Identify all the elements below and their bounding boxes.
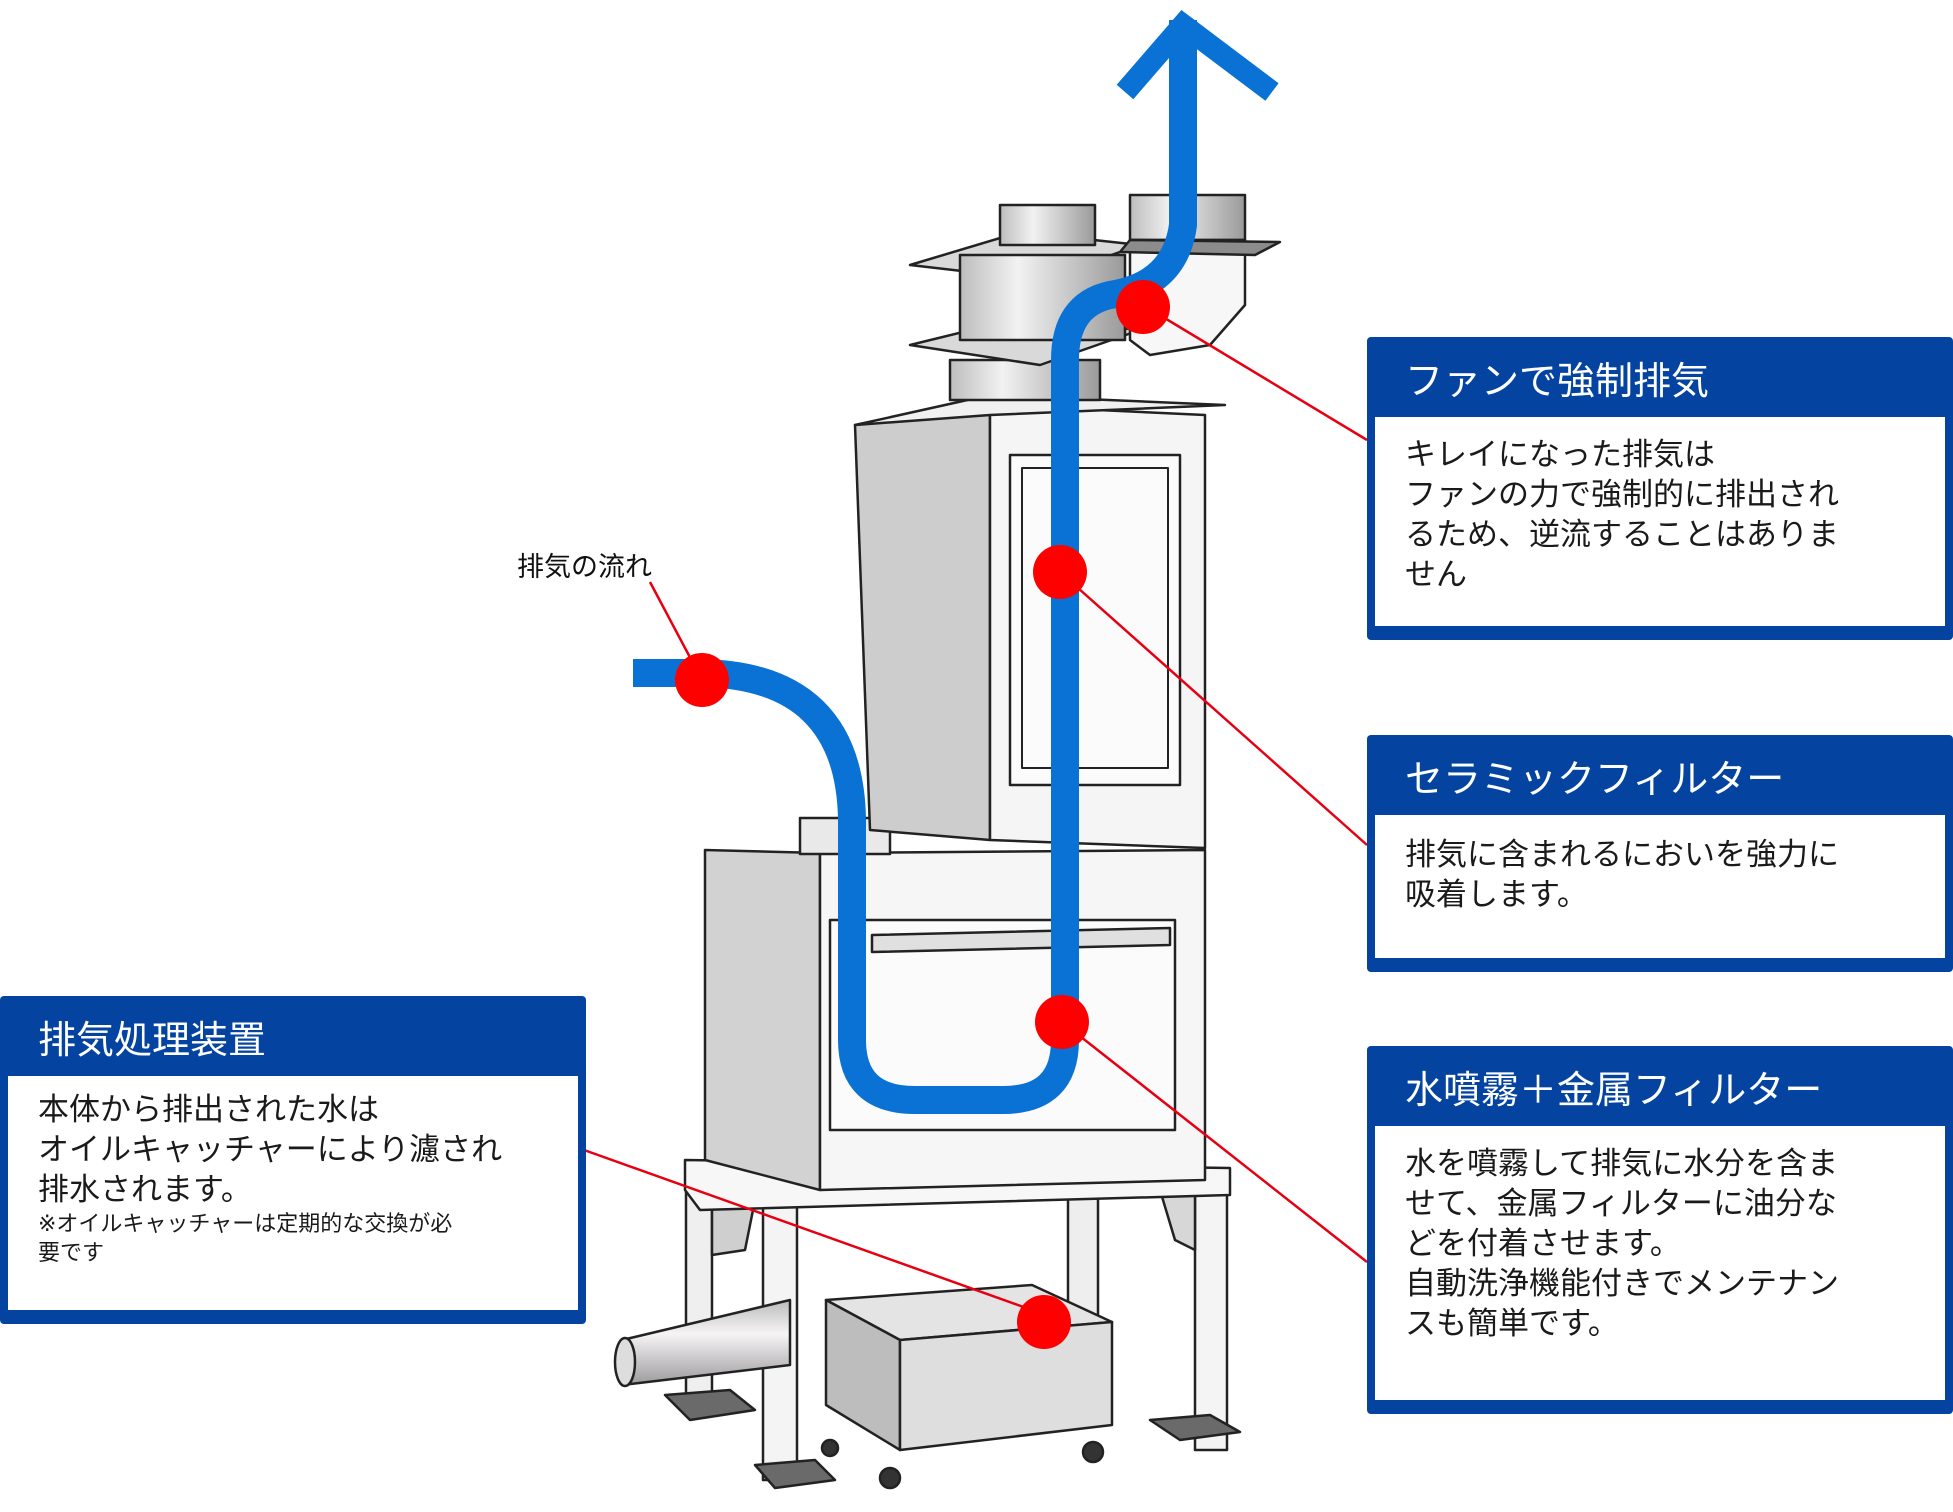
leader-line-water [1061, 1021, 1368, 1263]
lower-cabinet [703, 816, 1207, 1192]
marker-ceramic [1033, 545, 1087, 599]
callout-ceramic-title: セラミックフィルター [1405, 757, 1785, 801]
callout-fan-line: せん [1405, 557, 1467, 593]
callout-water-line: どを付着させます。 [1405, 1226, 1681, 1262]
marker-fan [1116, 280, 1170, 334]
callout-water-line: 水を噴霧して排気に水分を含ま [1405, 1146, 1839, 1182]
callout-water-title: 水噴霧＋金属フィルター [1405, 1068, 1823, 1112]
callout-drain-line: 本体から排出された水は [38, 1092, 379, 1128]
airflow-path [633, 10, 1279, 1114]
upper-cabinet [853, 393, 1227, 850]
callout-drain: 排気処理装置 本体から排出された水は オイルキャッチャーにより濾され 排水されま… [0, 996, 586, 1324]
callout-ceramic-body: 排気に含まれるにおいを強力に 吸着します。 [1375, 815, 1945, 958]
marker-water [1035, 995, 1089, 1049]
callout-water: 水噴霧＋金属フィルター 水を噴霧して排気に水分を含ま せて、金属フィルターに油分… [1367, 1046, 1953, 1414]
callout-fan-line: るため、逆流することはありま [1405, 517, 1839, 553]
callout-drain-note: 要です [38, 1241, 105, 1266]
callout-water-line: 自動洗浄機能付きでメンテナン [1405, 1266, 1839, 1302]
leader-line-fan [1142, 303, 1368, 442]
callout-water-body: 水を噴霧して排気に水分を含ま せて、金属フィルターに油分な どを付着させます。 … [1375, 1126, 1945, 1400]
callout-water-line: スも簡単です。 [1405, 1306, 1619, 1342]
callout-fan-body: キレイになった排気は ファンの力で強制的に排出され るため、逆流することはありま… [1375, 417, 1945, 626]
drain-pipe [613, 1298, 792, 1388]
markers [675, 280, 1170, 1349]
callout-water-line: せて、金属フィルターに油分な [1405, 1186, 1837, 1222]
leader-lines [583, 303, 1368, 1322]
callout-drain-title: 排気処理装置 [38, 1018, 267, 1062]
callout-drain-line: 排水されます。 [38, 1172, 252, 1208]
leader-line-drain [583, 1148, 1061, 1322]
machine-illustration [613, 193, 1282, 1490]
airflow-label: 排気の流れ [517, 552, 652, 583]
arrow-head-icon [1116, 10, 1279, 101]
callout-drain-line: オイルキャッチャーにより濾され [38, 1132, 503, 1168]
leader-line-ceramic [1059, 571, 1368, 846]
callout-fan-line: キレイになった排気は [1405, 437, 1715, 473]
callout-fan-line: ファンの力で強制的に排出され [1405, 477, 1839, 513]
callout-drain-body: 本体から排出された水は オイルキャッチャーにより濾され 排水されます。 ※オイル… [8, 1076, 578, 1310]
marker-flow [675, 653, 729, 707]
airflow-duct [633, 20, 1197, 1114]
callout-fan-title: ファンで強制排気 [1405, 359, 1710, 403]
marker-drain [1017, 1295, 1071, 1349]
callout-drain-note: ※オイルキャッチャーは定期的な交換が必 [38, 1212, 453, 1237]
callout-ceramic-line: 吸着します。 [1405, 877, 1588, 913]
callout-ceramic: セラミックフィルター 排気に含まれるにおいを強力に 吸着します。 [1367, 735, 1953, 972]
callout-ceramic-line: 排気に含まれるにおいを強力に [1405, 837, 1839, 873]
callout-fan: ファンで強制排気 キレイになった排気は ファンの力で強制的に排出され るため、逆… [1367, 337, 1953, 640]
